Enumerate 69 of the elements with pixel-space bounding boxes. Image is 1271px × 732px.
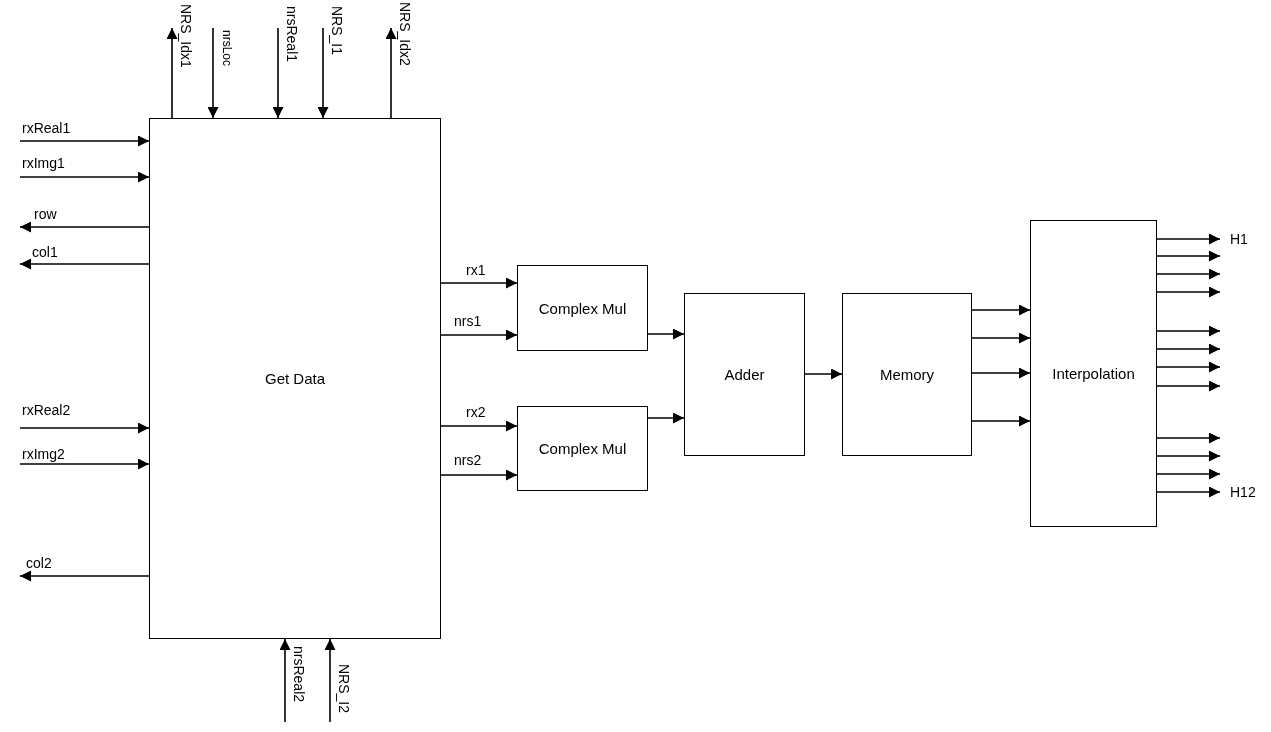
arrow xyxy=(971,332,1031,344)
signal-label: rxImg2 xyxy=(22,446,65,462)
signal-label: NRS_Idx2 xyxy=(397,2,413,66)
block-label: Interpolation xyxy=(1052,365,1135,382)
arrow xyxy=(440,277,518,289)
arrow xyxy=(1156,468,1221,480)
arrow xyxy=(272,27,284,119)
signal-label: H1 xyxy=(1230,231,1248,247)
arrow xyxy=(1156,486,1221,498)
signal-label: nrs2 xyxy=(454,452,482,468)
signal-label: nrsLoc xyxy=(219,30,235,67)
signal-label: rxReal1 xyxy=(22,120,71,136)
signal-label: row xyxy=(34,206,57,222)
signal-label: rx2 xyxy=(466,404,486,420)
arrow xyxy=(324,638,336,723)
signal-label: nrsReal2 xyxy=(291,646,307,703)
arrow xyxy=(385,27,397,119)
arrow xyxy=(19,458,150,470)
arrow xyxy=(1156,286,1221,298)
arrow xyxy=(19,221,150,233)
arrow xyxy=(804,368,843,380)
arrow xyxy=(1156,325,1221,337)
arrow xyxy=(971,304,1031,316)
signal-label: NRS_I1 xyxy=(329,6,345,56)
arrow xyxy=(440,420,518,432)
arrow xyxy=(1156,250,1221,262)
arrow xyxy=(317,27,329,119)
arrow xyxy=(1156,233,1221,245)
arrow xyxy=(1156,432,1221,444)
block-label: Complex Mul xyxy=(538,299,627,317)
arrow xyxy=(279,638,291,723)
signal-label: rxReal2 xyxy=(22,402,71,418)
signal-label: col1 xyxy=(32,244,58,260)
block-label: Adder xyxy=(724,366,765,383)
block-label: Memory xyxy=(879,366,935,383)
arrow xyxy=(971,415,1031,427)
block-box xyxy=(149,118,441,639)
block-box xyxy=(842,293,972,456)
arrow xyxy=(19,258,150,270)
arrow xyxy=(19,171,150,183)
block-box xyxy=(684,293,805,456)
signal-label: nrs1 xyxy=(454,313,482,329)
arrow xyxy=(207,27,219,119)
block-box xyxy=(517,406,648,491)
arrow xyxy=(1156,268,1221,280)
signal-label: nrsReal1 xyxy=(284,6,300,63)
signal-label: rx1 xyxy=(466,262,486,278)
arrow xyxy=(440,329,518,341)
block-box xyxy=(517,265,648,351)
arrow xyxy=(19,422,150,434)
signal-label: col2 xyxy=(26,555,52,571)
signal-label: rxImg1 xyxy=(22,155,65,171)
arrow xyxy=(1156,361,1221,373)
arrow xyxy=(647,328,685,340)
arrow xyxy=(1156,343,1221,355)
arrow xyxy=(647,412,685,424)
signal-label: NRS_Idx1 xyxy=(178,4,194,68)
arrow xyxy=(440,469,518,481)
signal-label: H12 xyxy=(1230,484,1256,500)
arrow xyxy=(166,27,178,119)
block-box xyxy=(1030,220,1157,527)
arrow xyxy=(19,570,150,582)
arrow xyxy=(19,135,150,147)
arrow xyxy=(1156,450,1221,462)
signal-label: NRS_I2 xyxy=(336,664,352,714)
block-label: Get Data xyxy=(265,370,325,387)
arrow xyxy=(1156,380,1221,392)
block-label: Complex Mul xyxy=(538,440,627,457)
arrow xyxy=(971,367,1031,379)
